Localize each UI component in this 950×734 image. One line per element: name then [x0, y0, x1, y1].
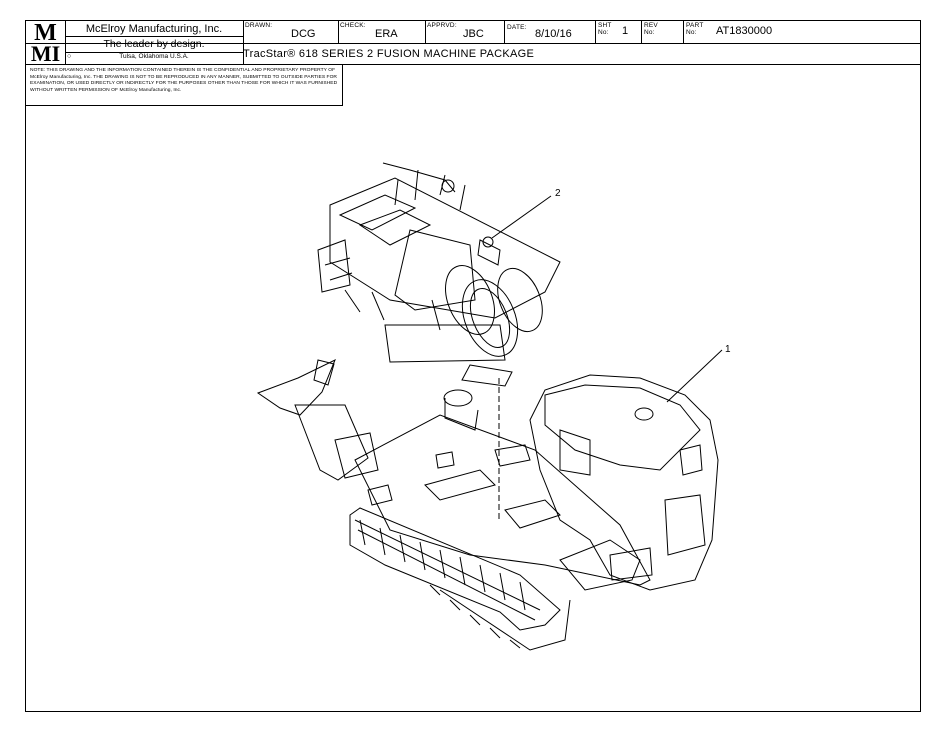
drawing-title: TracStar® 618 SERIES 2 FUSION MACHINE PA… — [243, 48, 535, 60]
check-value: ERA — [375, 28, 398, 40]
item-balloon-2: 2 — [555, 188, 561, 199]
cell-divider — [641, 20, 642, 43]
mmi-logo: M MI — [31, 21, 60, 63]
logo-divider — [65, 20, 66, 64]
confidentiality-note: NOTE: THIS DRAWING AND THE INFORMATION C… — [30, 68, 338, 93]
svg-text:M: M — [34, 21, 57, 46]
part-value: AT1830000 — [716, 25, 773, 37]
leader-line-2 — [491, 195, 552, 239]
fusion-carriage-assembly — [317, 162, 561, 387]
drawn-label: DRAWN: — [245, 22, 273, 29]
apprvd-value: JBC — [463, 28, 484, 40]
company-divider-2 — [65, 52, 243, 53]
date-label: DATE: — [507, 24, 527, 31]
cell-divider — [595, 20, 596, 43]
cell-divider — [425, 20, 426, 43]
title-block-bottom — [25, 64, 921, 65]
cell-divider — [683, 20, 684, 43]
item-balloon-1: 1 — [725, 344, 731, 355]
apprvd-label: APPRVD: — [427, 22, 457, 29]
drawn-value: DCG — [291, 28, 316, 40]
note-box — [25, 64, 343, 106]
sht-label: SHT No: — [598, 22, 612, 36]
company-block-divider — [243, 20, 244, 64]
sht-value: 1 — [622, 25, 629, 37]
svg-text:MI: MI — [31, 41, 60, 63]
drawing-sheet-border — [25, 20, 921, 712]
cell-divider — [504, 20, 505, 43]
part-label: PART No: — [686, 22, 704, 36]
company-name: McElroy Manufacturing, Inc. — [85, 23, 223, 35]
title-block-divider — [25, 43, 921, 44]
date-value: 8/10/16 — [535, 28, 572, 40]
cell-divider — [338, 20, 339, 43]
leader-line-1 — [666, 349, 723, 403]
company-divider-1 — [65, 36, 243, 37]
company-tagline: The leader by design. — [103, 38, 205, 50]
tracked-chassis — [256, 358, 719, 651]
company-location: Tulsa, Oklahoma U.S.A. — [119, 53, 189, 60]
circle-icon: ○ — [67, 53, 72, 60]
rev-label: REV No: — [644, 22, 658, 36]
check-label: CHECK: — [340, 22, 366, 29]
